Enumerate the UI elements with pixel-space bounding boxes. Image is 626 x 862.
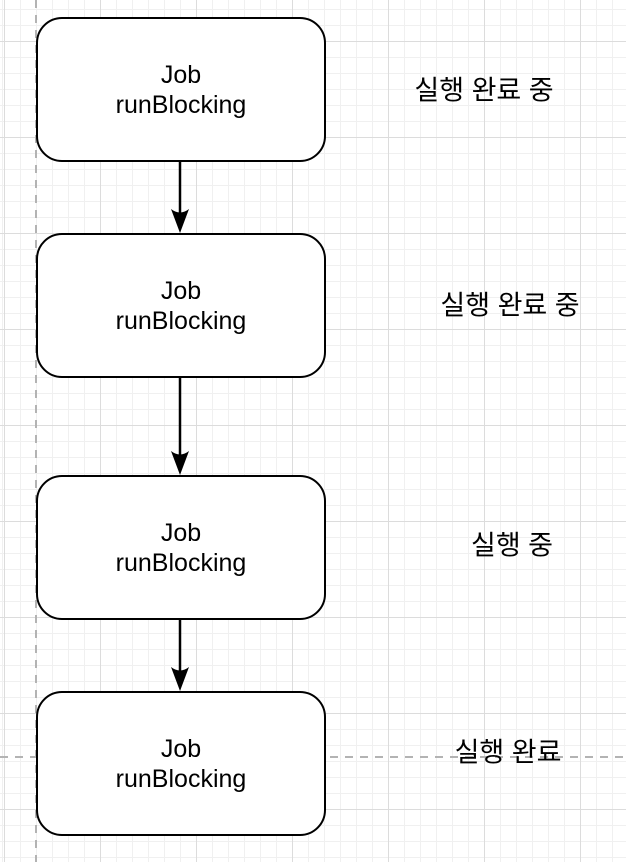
flow-arrow-down [171, 377, 189, 475]
flow-node: Job runBlocking [36, 691, 326, 836]
node-subtitle: runBlocking [115, 764, 247, 793]
flow-arrow-down [171, 161, 189, 233]
flow-node: Job runBlocking [36, 233, 326, 378]
flow-node: Job runBlocking [36, 17, 326, 162]
node-subtitle: runBlocking [115, 306, 247, 335]
node-title: Job [160, 518, 202, 547]
status-label: 실행 완료 중 [440, 290, 580, 321]
node-label: Job runBlocking [116, 518, 247, 578]
node-subtitle: runBlocking [115, 90, 247, 119]
node-subtitle: runBlocking [115, 548, 247, 577]
status-label: 실행 중 [470, 530, 554, 561]
node-label: Job runBlocking [116, 276, 247, 336]
node-title: Job [160, 276, 202, 305]
status-label: 실행 완료 중 [414, 75, 554, 106]
node-title: Job [160, 734, 202, 763]
status-label: 실행 완료 [454, 737, 562, 768]
node-label: Job runBlocking [116, 60, 247, 120]
flow-arrow-down [171, 619, 189, 691]
node-label: Job runBlocking [116, 734, 247, 794]
node-title: Job [160, 60, 202, 89]
flow-node: Job runBlocking [36, 475, 326, 620]
